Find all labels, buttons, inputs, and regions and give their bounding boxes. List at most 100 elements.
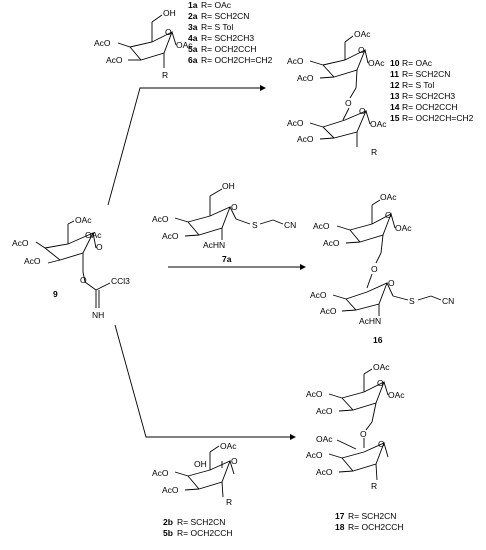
16-label-5: O (371, 264, 378, 274)
b-acc-r: R= OCH2CCH (177, 528, 233, 538)
7a-label-4: AcO (152, 214, 169, 224)
tl-r: R= S Tol (201, 22, 233, 32)
7a-number: 7a (222, 254, 232, 264)
tr-number: 11 (390, 69, 399, 79)
b-acc-label-1: OH (194, 459, 207, 469)
tr-label-3: AcO (287, 56, 304, 66)
tl-label-0: OH (163, 8, 176, 18)
tl-compound-2a: 2a R= SCH2CN (188, 11, 249, 21)
16-label-3: AcO (313, 221, 330, 231)
7a-label-3: CN (284, 220, 296, 230)
bottom-acceptor: OAc OH O AcO AcO R 2b R= SCH2CN 5b R= OC… (152, 441, 238, 538)
b-prod-label-0: OAc (373, 362, 390, 372)
tr-label-9: AcO (297, 134, 314, 144)
tl-label-4: AcO (106, 55, 123, 65)
16-label-4: AcO (323, 238, 340, 248)
b-prod-label-1: O (377, 378, 384, 388)
b-prod-compound-18: 18 R= OCH2CCH (335, 522, 404, 532)
tr-compound-10: 10 R= OAc (390, 58, 433, 68)
tr-label-2: OAc (368, 58, 385, 68)
b-prod-label-10: R (371, 481, 377, 491)
b-acc-label-4: AcO (162, 485, 179, 495)
donor-9-number: 9 (53, 289, 58, 299)
tl-r: R= OCH2CCH (201, 44, 257, 54)
16-label-2: OAc (395, 223, 412, 233)
tl-number: 4a (188, 33, 198, 43)
16-label-9: AcO (310, 290, 327, 300)
b-prod-r: R= OCH2CCH (348, 522, 404, 532)
tr-r: R= OAc (402, 58, 433, 68)
tr-number: 13 (390, 91, 400, 101)
tr-r: R= S Tol (402, 80, 434, 90)
donor-9-label-3: AcO (24, 256, 41, 266)
tr-compound-11: 11 R= SCH2CN (390, 69, 450, 79)
b-prod-label-7: O (378, 439, 385, 449)
tl-number: 5a (188, 44, 198, 54)
b-prod-r: R= SCH2CN (348, 511, 396, 521)
b-acc-label-0: OAc (220, 441, 237, 451)
16-label-8: CN (442, 296, 454, 306)
tr-label-10: R (371, 147, 377, 157)
b-prod-number: 18 (335, 522, 345, 532)
product-16: OAc O OAc AcO AcO O O S CN AcO AcO AcHN … (310, 192, 454, 345)
tl-number: 3a (188, 22, 198, 32)
b-prod-label-2: OAc (388, 390, 405, 400)
b-acc-compound-5b: 5b R= OCH2CCH (163, 528, 233, 538)
donor-9-label-1: OAc (85, 230, 102, 240)
b-acc-number: 5b (163, 528, 173, 538)
donor-9-label-4: O (96, 242, 103, 252)
tl-r: R= OAc (201, 0, 232, 10)
16-label-10: AcO (320, 306, 337, 316)
tl-compound-4a: 4a R= SCH2CH3 (188, 33, 254, 43)
16-label-6: O (388, 278, 395, 288)
b-prod-label-8: AcO (306, 450, 323, 460)
7a-label-1: O (231, 202, 238, 212)
tr-label-0: OAc (354, 29, 371, 39)
tl-compound-6a: 6a R= OCH2CH=CH2 (188, 55, 273, 65)
tr-label-7: OAc (370, 119, 387, 129)
7a-label-5: AcO (162, 231, 179, 241)
top-left-acceptor: OH O OAc AcO AcO R 1a R= OAc 2a R= SCH2C… (94, 0, 273, 80)
tl-number: 2a (188, 11, 198, 21)
tl-r: R= SCH2CN (201, 11, 249, 21)
b-prod-compound-17: 17 R= SCH2CN (335, 511, 396, 521)
tr-r: R= OCH2CH=CH2 (402, 113, 474, 123)
tr-number: 10 (390, 58, 400, 68)
tr-label-5: O (345, 98, 352, 108)
tl-r: R= SCH2CH3 (201, 33, 254, 43)
7a-label-0: OH (222, 181, 235, 191)
top-right-product: OAc O OAc AcO AcO O O OAc AcO AcO R 10 R… (287, 29, 474, 157)
tl-number: 6a (188, 55, 198, 65)
acceptor-7a: OH O S CN AcO AcO AcHN 7a (152, 181, 296, 264)
tr-label-1: O (358, 45, 365, 55)
tl-compound-3a: 3a R= S Tol (188, 22, 233, 32)
tl-label-5: R (162, 70, 168, 80)
b-acc-label-3: AcO (152, 468, 169, 478)
tl-number: 1a (188, 0, 198, 10)
b-acc-label-5: R (226, 497, 232, 507)
tr-r: R= SCH2CH3 (402, 91, 455, 101)
tr-compound-13: 13 R= SCH2CH3 (390, 91, 455, 101)
16-number: 16 (373, 335, 383, 345)
b-prod-number: 17 (335, 511, 345, 521)
donor-9-label-6: CCl3 (111, 276, 130, 286)
b-prod-label-3: AcO (306, 389, 323, 399)
16-label-7: S (409, 296, 415, 306)
b-prod-label-4: AcO (316, 406, 333, 416)
tr-compound-12: 12 R= S Tol (390, 80, 434, 90)
b-prod-label-9: AcO (316, 467, 333, 477)
7a-label-6: AcHN (203, 240, 225, 250)
tr-r: R= OCH2CCH (402, 102, 458, 112)
7a-label-2: S (252, 220, 258, 230)
b-acc-r: R= SCH2CN (177, 517, 225, 527)
tr-label-8: AcO (287, 118, 304, 128)
tr-compound-14: 14 R= OCH2CCH (390, 102, 458, 112)
bottom-product: OAc O OAc AcO AcO OAc O O AcO AcO R 17 R… (306, 362, 405, 532)
tl-label-3: AcO (94, 38, 111, 48)
tr-compound-15: 15 R= OCH2CH=CH2 (390, 113, 474, 123)
tr-number: 14 (390, 102, 400, 112)
donor-9-label-5: O (80, 275, 87, 285)
16-label-1: O (385, 210, 392, 220)
tr-number: 12 (390, 80, 400, 90)
